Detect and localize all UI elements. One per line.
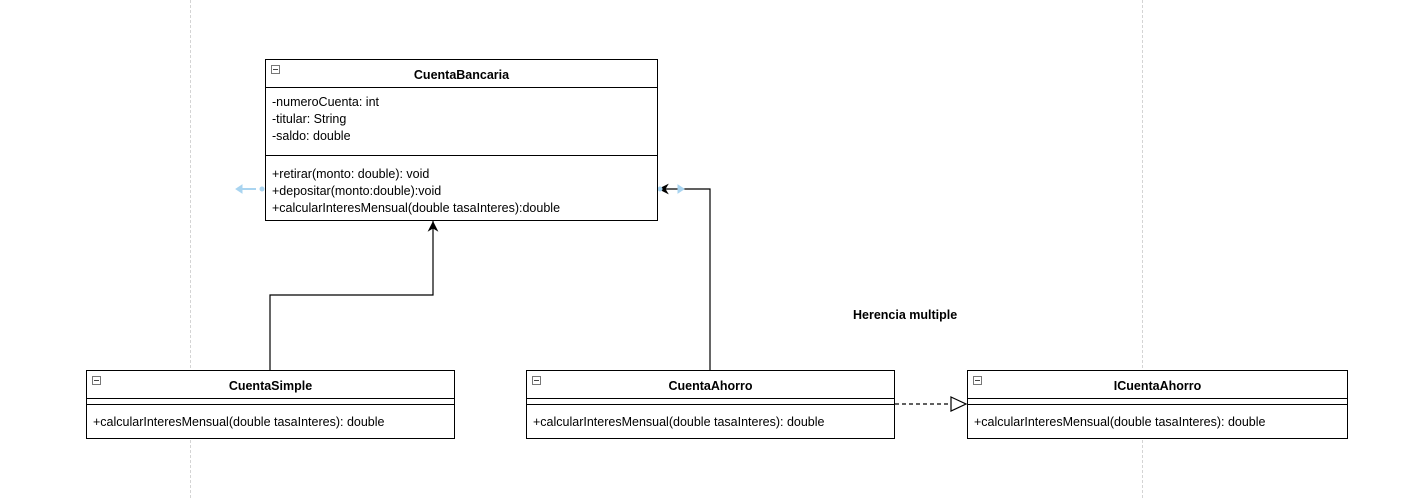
hover-hint-left-icon: [235, 184, 265, 194]
class-name: CuentaSimple: [228, 379, 313, 393]
operation: +depositar(monto:double):void: [272, 184, 442, 198]
class-name: ICuentaAhorro: [1113, 379, 1202, 393]
operation: +calcularInteresMensual(double tasaInter…: [93, 415, 385, 429]
class-cuentabancaria[interactable]: CuentaBancaria -numeroCuenta: int -titul…: [265, 59, 658, 221]
class-cuentaahorro[interactable]: CuentaAhorro +calcularInteresMensual(dou…: [526, 370, 895, 439]
operation: +calcularInteresMensual(double tasaInter…: [533, 415, 825, 429]
operation: +calcularInteresMensual(double tasaInter…: [272, 201, 561, 215]
class-header: CuentaAhorro: [527, 371, 894, 399]
attributes-compartment: -numeroCuenta: int -titular: String -sal…: [266, 88, 657, 156]
class-header: ICuentaAhorro: [968, 371, 1347, 399]
class-name: CuentaAhorro: [668, 379, 753, 393]
attribute: -titular: String: [272, 112, 347, 126]
page-guide-right: [1142, 0, 1143, 498]
operation: +retirar(monto: double): void: [272, 167, 430, 181]
attribute: -numeroCuenta: int: [272, 95, 380, 109]
page-guide-left: [190, 0, 191, 498]
collapse-icon[interactable]: [271, 65, 280, 74]
collapse-icon[interactable]: [973, 376, 982, 385]
operations-compartment: +retirar(monto: double): void +depositar…: [266, 156, 657, 217]
class-name: CuentaBancaria: [413, 68, 510, 82]
herencia-multiple-label[interactable]: Herencia multiple: [853, 308, 958, 322]
class-header: CuentaSimple: [87, 371, 454, 399]
edge-cuentaahorro-to-cuentabancaria[interactable]: [658, 183, 711, 370]
edge-cuentasimple-to-cuentabancaria[interactable]: [269, 221, 439, 370]
class-icuentaahorro[interactable]: ICuentaAhorro +calcularInteresMensual(do…: [967, 370, 1348, 439]
operations-compartment: +calcularInteresMensual(double tasaInter…: [87, 405, 454, 431]
attributes-compartment: [527, 399, 894, 405]
hover-hint-right-icon: [657, 184, 685, 194]
operations-compartment: +calcularInteresMensual(double tasaInter…: [527, 405, 894, 431]
attributes-compartment: [968, 399, 1347, 405]
collapse-icon[interactable]: [532, 376, 541, 385]
operation: +calcularInteresMensual(double tasaInter…: [974, 415, 1266, 429]
class-header: CuentaBancaria: [266, 60, 657, 88]
collapse-icon[interactable]: [92, 376, 101, 385]
attributes-compartment: [87, 399, 454, 405]
realization-arrowhead: [950, 396, 968, 412]
class-cuentasimple[interactable]: CuentaSimple +calcularInteresMensual(dou…: [86, 370, 455, 439]
attribute: -saldo: double: [272, 129, 351, 143]
operations-compartment: +calcularInteresMensual(double tasaInter…: [968, 405, 1347, 431]
